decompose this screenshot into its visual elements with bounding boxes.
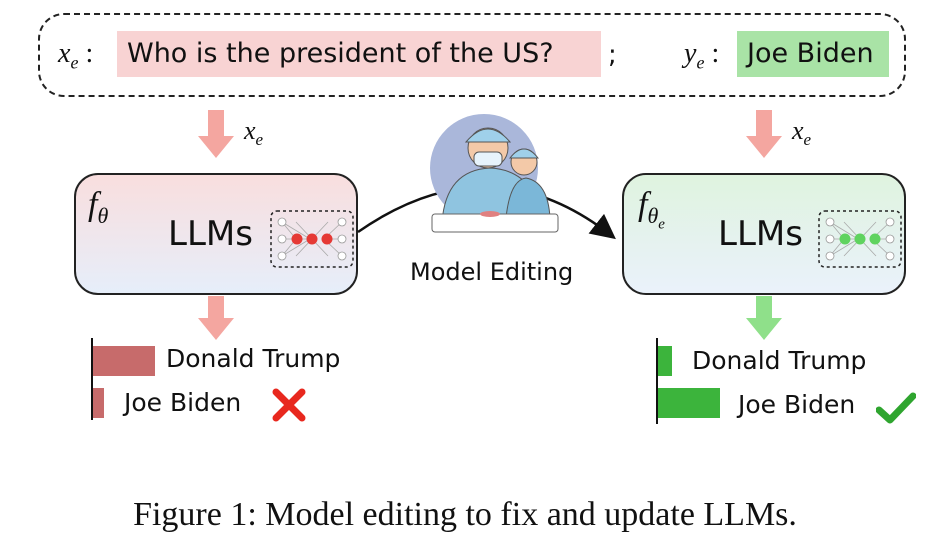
output-after-axis [656,338,658,424]
model-editing-label: Model Editing [410,258,574,286]
edit-example-box [38,13,906,97]
network-before-icon [270,210,354,268]
bar-before-donald-trump [93,346,155,376]
x-e-label: xe : [58,38,94,73]
surgeon-icon [430,114,559,233]
bar-before-joe-biden [93,388,104,418]
model-before-symbol: fθ [88,186,109,228]
down-arrow-left-icon [198,110,234,158]
answer-highlight: Joe Biden [737,31,889,77]
model-after-symbol: fθe [638,186,665,233]
bar-after-donald-trump [658,346,672,376]
model-after-label: LLMs [718,214,803,254]
network-after-icon [818,210,902,268]
check-icon [876,392,916,424]
output-arrow-right-icon [746,296,782,340]
question-highlight: Who is the president of the US? [117,31,601,77]
output-after-label-1: Joe Biden [738,390,856,419]
output-before-axis [91,338,93,420]
arrow-right-x-label: xe [792,116,812,150]
figure-caption: Figure 1: Model editing to fix and updat… [133,496,797,533]
model-before-label: LLMs [168,214,253,254]
output-before-label-1: Joe Biden [124,388,242,417]
separator: ; [608,40,617,70]
cross-icon [272,388,306,422]
bar-after-joe-biden [658,388,720,418]
y-e-label: ye : [684,38,720,73]
output-arrow-left-icon [198,296,234,340]
arrow-left-x-label: xe [244,116,264,150]
down-arrow-right-icon [746,110,782,158]
output-after-label-0: Donald Trump [692,346,867,375]
output-before-label-0: Donald Trump [166,344,341,373]
